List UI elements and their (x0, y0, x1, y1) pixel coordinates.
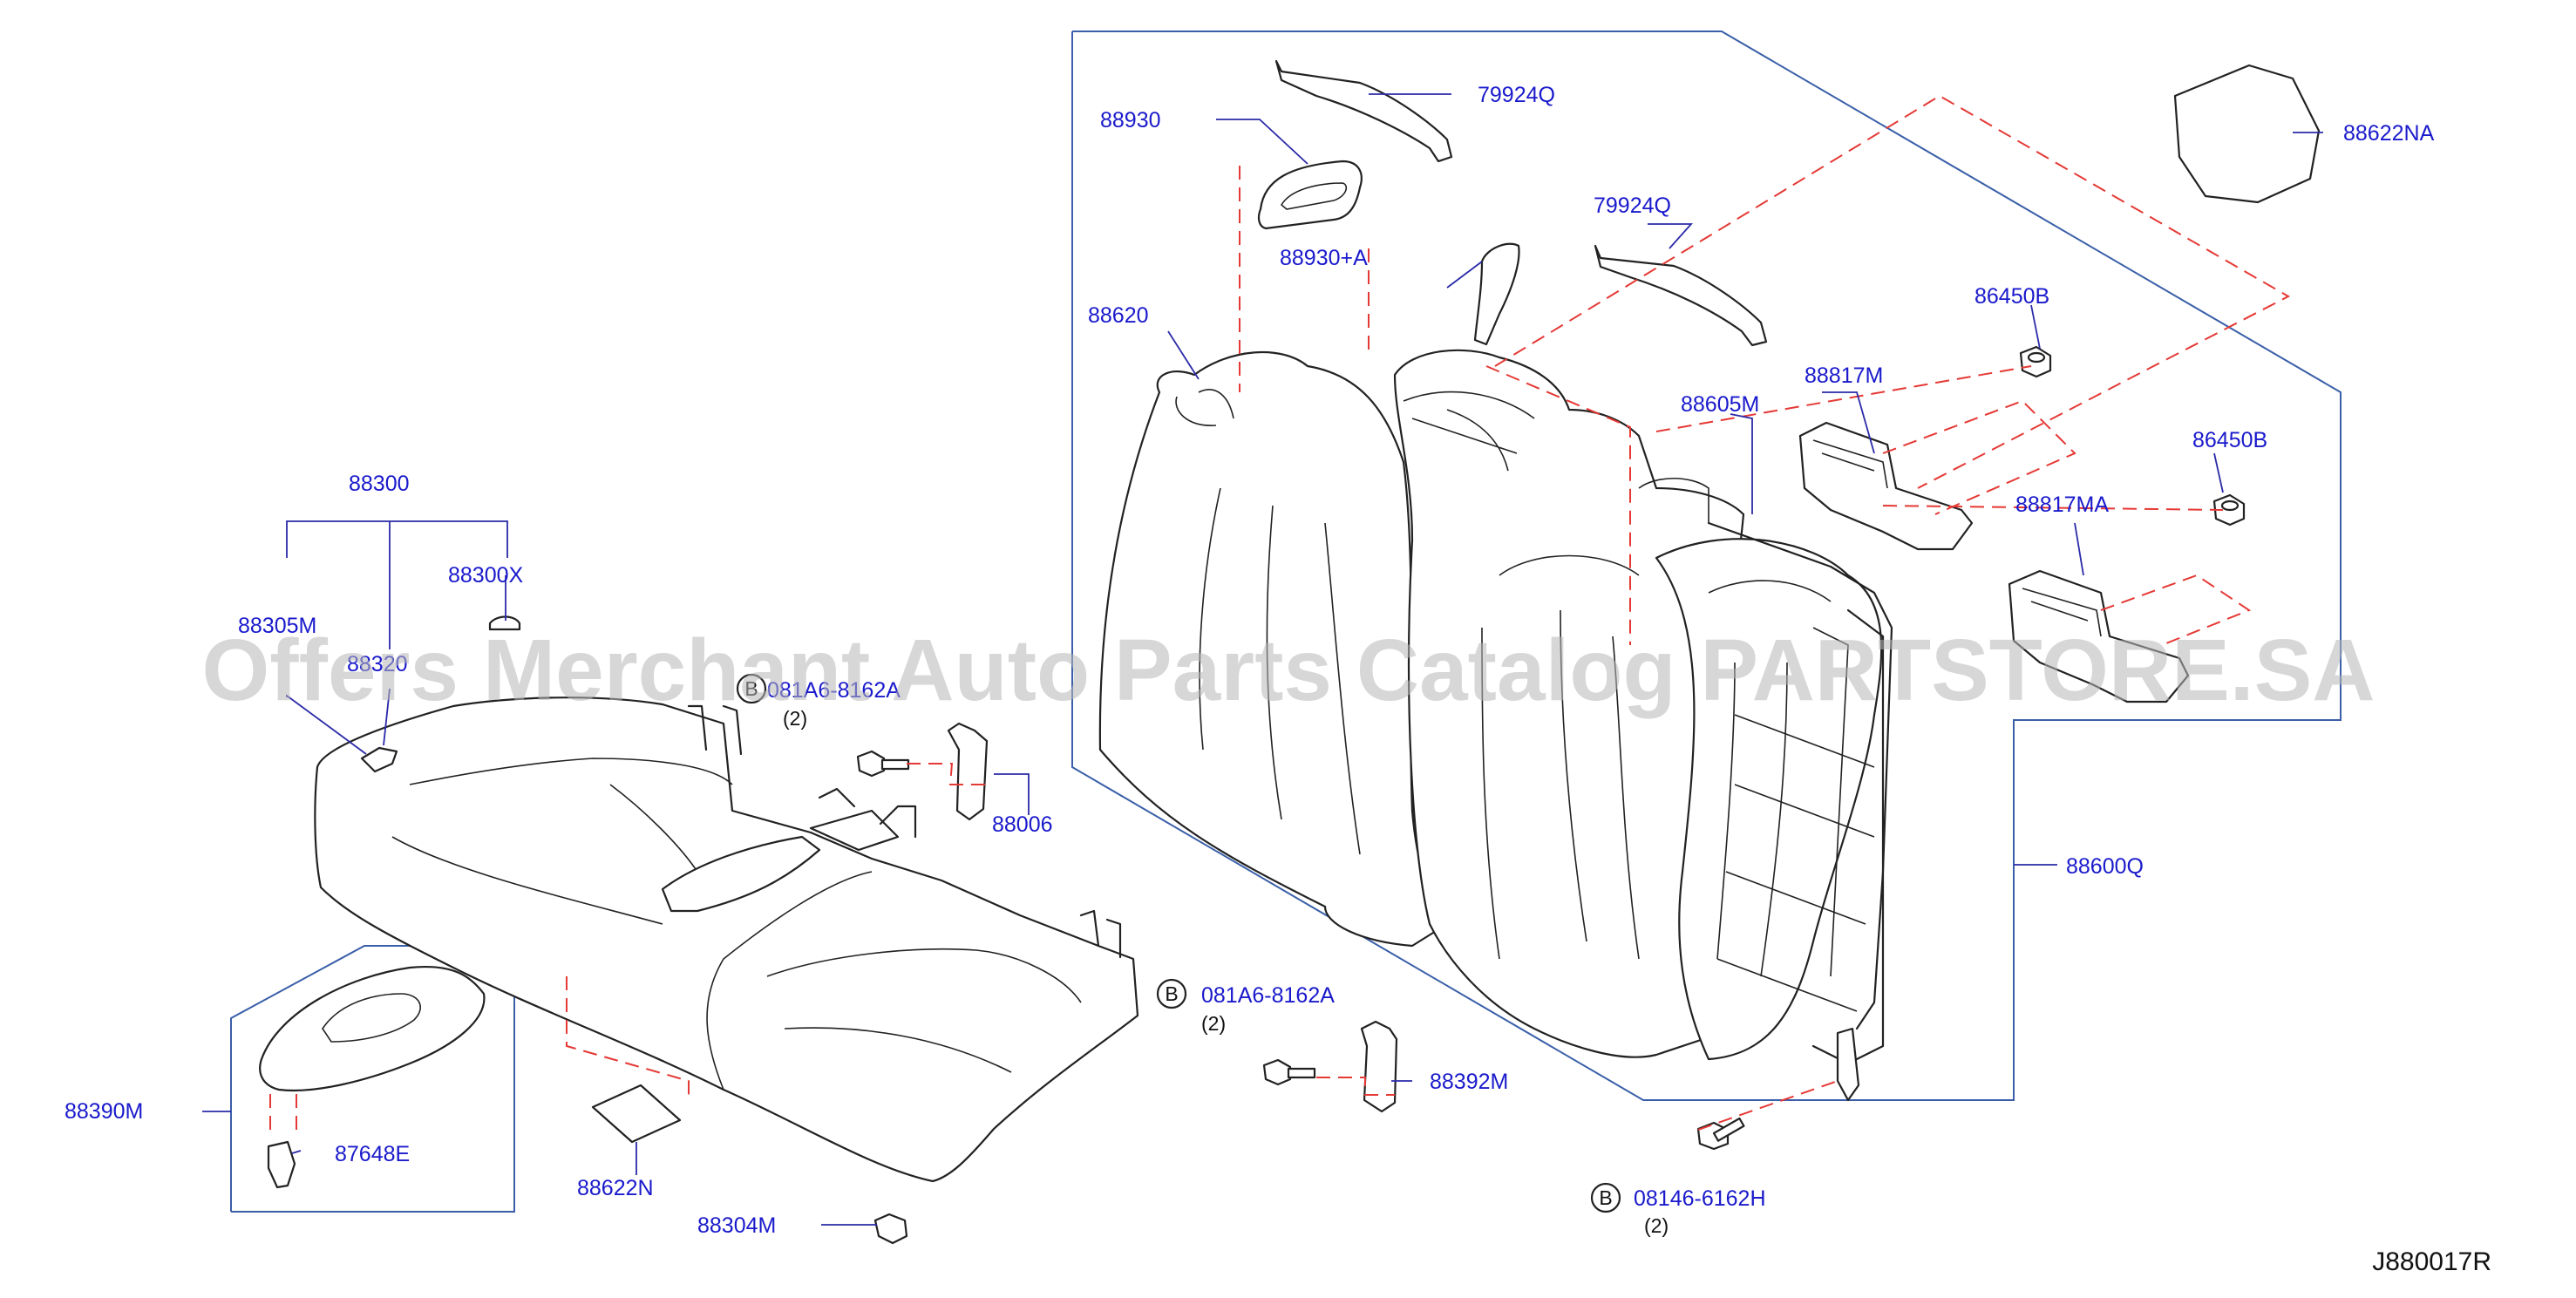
label-88622NA: 88622NA (2343, 121, 2435, 146)
label-88930A: 88930+A (1280, 246, 1368, 270)
cushion-assembly-bracket (286, 520, 508, 558)
watermark-text: Offers Merchant Auto Parts Catalog PARTS… (202, 622, 2375, 719)
label-79924Q-upper: 79924Q (1478, 83, 1555, 107)
headrest-guide-hole (1280, 182, 1348, 210)
label-88305M: 88305M (238, 614, 316, 638)
pad-88622N (591, 1084, 682, 1144)
label-88300: 88300 (349, 472, 410, 496)
label-88304M: 88304M (697, 1213, 776, 1238)
hook-upper-detail (1812, 439, 1888, 489)
armrest-88390M (259, 966, 486, 1092)
leader-lines (202, 93, 2323, 1226)
label-88320: 88320 (347, 652, 408, 676)
label-88390M: 88390M (65, 1099, 143, 1124)
label-86450B-lower: 86450B (2192, 428, 2267, 452)
label-88605M: 88605M (1681, 392, 1759, 417)
bolt-symbol-lower-letter: B (1599, 1186, 1612, 1209)
label-88600Q: 88600Q (2066, 854, 2144, 879)
bolt-symbol-upper (736, 673, 767, 704)
label-88930: 88930 (1100, 108, 1161, 133)
nut-86450B-lower (2212, 493, 2246, 527)
fastener-qty-upper: (2) (783, 707, 807, 730)
label-88622N: 88622N (577, 1176, 654, 1200)
seat-back-frame (1707, 521, 1893, 1065)
seat-cushion (314, 697, 1139, 1183)
headrest-cap-lower (1594, 244, 1768, 347)
nut-86450B-upper (2019, 345, 2052, 378)
clip-87648E (267, 1140, 296, 1189)
seat-back-hook-upper (1798, 421, 1974, 551)
bolt-symbol-upper-letter: B (744, 677, 758, 700)
bolt-081A6-lower (1262, 1058, 1316, 1086)
label-86450B-upper: 86450B (1974, 284, 2049, 309)
label-88817M: 88817M (1805, 364, 1883, 388)
headrest-guide-latch (1473, 242, 1520, 346)
armrest-cupholder (322, 993, 421, 1043)
bracket-88392M (1360, 1020, 1398, 1113)
hidden-lines (269, 94, 2291, 1133)
clip-88300X (488, 615, 521, 631)
label-88006: 88006 (992, 812, 1053, 837)
fastener-qty-lower: (2) (1644, 1214, 1669, 1237)
fastener-qty-middle: (2) (1201, 1012, 1226, 1035)
fastener-code-lower: 08146-6162H (1634, 1186, 1766, 1211)
label-88300X: 88300X (448, 563, 524, 588)
bolt-08146 (1696, 1117, 1745, 1151)
bolt-081A6-upper (856, 750, 910, 778)
seat-back-assembly-frame (1071, 31, 2342, 1101)
clip-88304M (873, 1213, 908, 1245)
seat-back-lock (1836, 1027, 1860, 1102)
hook-lower-detail (2022, 588, 2102, 637)
seat-back-hook-lower (2008, 569, 2190, 703)
label-88817MA: 88817MA (2015, 493, 2109, 517)
label-79924Q-lower: 79924Q (1594, 194, 1671, 218)
label-88392M: 88392M (1430, 1070, 1508, 1094)
clip-88320 (360, 746, 398, 773)
bolt-symbol-middle (1156, 978, 1187, 1009)
label-87648E: 87648E (335, 1142, 410, 1166)
diagram-reference-code: J880017R (2372, 1247, 2491, 1276)
seat-back-cover (1098, 349, 1883, 1061)
bolt-symbol-lower (1590, 1182, 1621, 1213)
bracket-88006 (947, 722, 989, 821)
fastener-code-middle: 081A6-8162A (1201, 983, 1335, 1008)
pad-octagon (2173, 64, 2321, 204)
headrest-cap-upper (1274, 59, 1453, 163)
headrest-guide-trim (1257, 160, 1363, 230)
label-88620: 88620 (1088, 303, 1149, 328)
fastener-code-upper: 081A6-8162A (767, 678, 901, 703)
bolt-symbol-middle-letter: B (1165, 982, 1178, 1005)
